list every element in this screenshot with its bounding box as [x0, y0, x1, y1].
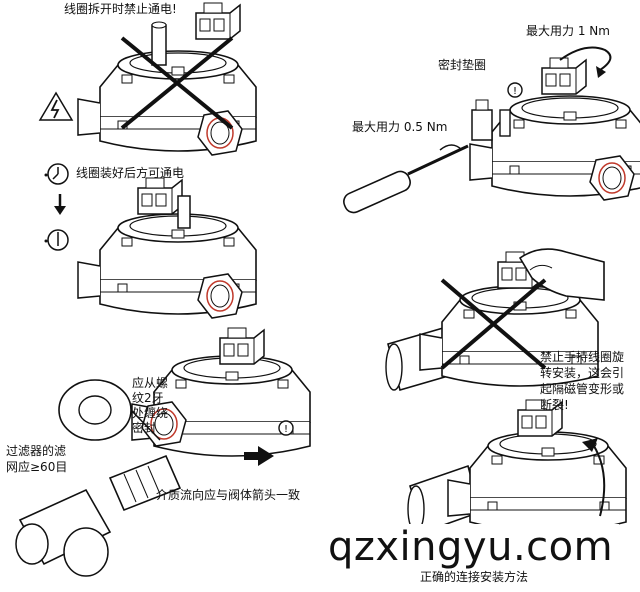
correct-method-label: 正确的连接安装方法 — [420, 570, 529, 584]
rotation-arrow-icon — [559, 46, 612, 78]
flow-arrow-icon — [244, 446, 274, 466]
prohibition-cross-icon — [440, 278, 547, 370]
clock-icon — [44, 163, 69, 185]
valve-correct — [447, 399, 627, 533]
valve-coil-installed — [77, 177, 257, 319]
max-force-05-label: 最大用力 0.5 Nm — [352, 120, 448, 134]
filter-body — [15, 488, 112, 577]
max-force-1-label: 最大用力 1 Nm — [526, 24, 610, 38]
prohibition-cross-icon — [120, 36, 234, 130]
valve-coil-removed — [77, 2, 257, 156]
down-arrow-icon — [54, 194, 66, 215]
attention-icon: ! — [278, 420, 294, 436]
coil-ok-label: 线圈装好后方可通电 — [76, 166, 185, 180]
tape-roll — [58, 379, 161, 441]
thread-seal-label-1: 应从螺 — [132, 376, 169, 390]
coil-nut — [471, 99, 493, 141]
watermark: qzxingyu.com — [322, 524, 620, 570]
seal-gasket — [499, 109, 511, 137]
forbid-label-4: 断裂! — [540, 398, 569, 412]
svg-text:!: ! — [284, 424, 288, 435]
forbid-label-3: 起隔磁管变形或 — [540, 382, 625, 396]
forbid-label-1: 禁止手持线圈旋 — [540, 350, 625, 364]
clock-icon — [44, 229, 69, 251]
threaded-nipple — [108, 454, 182, 512]
thread-seal-label-3: 处缠绕 — [132, 406, 169, 420]
forbid-label-2: 转安装，这会引 — [540, 366, 625, 380]
valve-tightening — [469, 57, 640, 201]
filter-label-1: 过滤器的滤 — [6, 444, 67, 458]
filter-label-2: 网应≥60目 — [6, 460, 68, 474]
thread-seal-label-2: 纹2牙 — [132, 391, 164, 405]
svg-text:!: ! — [513, 86, 517, 97]
flow-direction-label: 介质流向应与阀体箭头一致 — [156, 488, 301, 502]
thread-seal-label-4: 密封 — [132, 421, 157, 435]
screwdriver-icon — [343, 144, 469, 214]
seal-gasket-label: 密封垫圈 — [438, 58, 487, 72]
attention-icon: ! — [507, 82, 523, 98]
high-voltage-icon — [38, 91, 74, 121]
top-warning-label: 线圈拆开时禁止通电! — [64, 2, 177, 16]
wrench-icon — [582, 438, 606, 517]
